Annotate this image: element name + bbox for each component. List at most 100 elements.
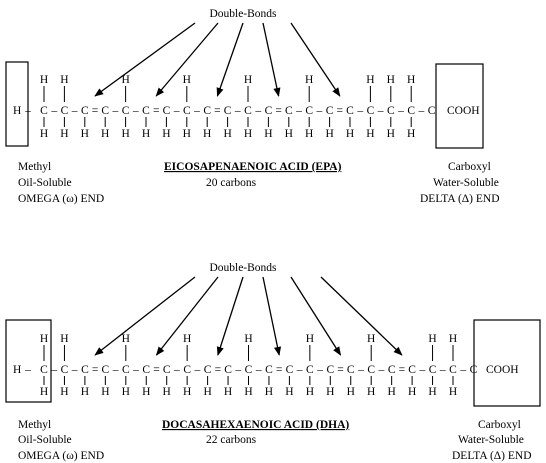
- dha-carbon: C: [102, 364, 110, 376]
- dha-carbon: C: [61, 364, 69, 376]
- epa-hydrogen-top: H: [121, 74, 129, 86]
- epa-carbon: C: [367, 105, 375, 117]
- epa-double-bond-arrow: [262, 22, 281, 97]
- dha-single-bond: –: [357, 364, 364, 376]
- epa-single-bond: –: [397, 105, 404, 117]
- dha-hydrogen-bottom: H: [40, 386, 48, 398]
- epa-hydrogen-bottom: H: [366, 128, 374, 140]
- dha-double-bond-arrow: [262, 276, 282, 356]
- dha-molecule: Double-Bonds H–C–HHC–HHC=HC–HC–HHC=HC–HC…: [5, 262, 541, 462]
- dha-carbon: C: [224, 364, 232, 376]
- dha-terminal-bond: –: [24, 364, 31, 376]
- dha-hydrogen-top: H: [367, 333, 375, 345]
- dha-double-bond-arrow: [320, 276, 403, 356]
- epa-methyl-label: Methyl: [18, 161, 51, 173]
- dha-hydrogen-bottom: H: [101, 386, 109, 398]
- dha-single-bond: –: [71, 364, 78, 376]
- dha-hydrogen-bottom: H: [60, 386, 68, 398]
- epa-hydrogen-bottom: H: [325, 128, 333, 140]
- dha-methyl-box: [5, 319, 52, 403]
- epa-single-bond: –: [377, 105, 384, 117]
- dha-hydrogen-top: H: [122, 333, 130, 345]
- dha-single-bond: –: [418, 364, 425, 376]
- dha-double-bond-arrow: [216, 276, 244, 356]
- dha-carbon: C: [40, 364, 48, 376]
- dha-hydrogen-bottom: H: [387, 386, 395, 398]
- dha-hydrogen-top: H: [244, 333, 252, 345]
- epa-carbons: 20 carbons: [206, 177, 257, 189]
- epa-single-bond: –: [50, 105, 57, 117]
- epa-hydrogen-bottom: H: [305, 128, 313, 140]
- epa-hydrogen-bottom: H: [407, 128, 415, 140]
- dha-hydrogen-bottom: H: [408, 386, 416, 398]
- epa-carbon: C: [122, 105, 130, 117]
- dha-hydrogen-bottom: H: [428, 386, 436, 398]
- dha-double-bond: =: [399, 364, 406, 376]
- epa-double-bond: =: [214, 105, 221, 117]
- epa-double-bonds-label: Double-Bonds: [209, 8, 277, 20]
- dha-carbon: C: [449, 364, 457, 376]
- dha-hydrogen-top: H: [60, 333, 68, 345]
- dha-carbon: C: [306, 364, 314, 376]
- dha-carbon: C: [81, 364, 89, 376]
- dha-double-bond-arrow: [155, 276, 219, 356]
- dha-double-bond-arrow: [290, 276, 342, 356]
- epa-hydrogen-bottom: H: [121, 128, 129, 140]
- dha-double-bond: =: [276, 364, 283, 376]
- dha-hydrogen-bottom: H: [347, 386, 355, 398]
- dha-title: DOCASAHEXAENOIC ACID (DHA): [162, 419, 349, 431]
- epa-hydrogen-bottom: H: [285, 128, 293, 140]
- dha-terminal-hydrogen: H: [13, 364, 21, 376]
- epa-terminal-bond: –: [24, 105, 31, 117]
- epa-delta-end-label: DELTA (Δ) END: [420, 193, 500, 205]
- dha-hydrogen-top: H: [428, 333, 436, 345]
- epa-carbon: C: [387, 105, 395, 117]
- epa-double-bond-arrow: [290, 22, 341, 97]
- dha-hydrogen-top: H: [183, 333, 191, 345]
- epa-hydrogen-bottom: H: [203, 128, 211, 140]
- epa-single-bond: –: [193, 105, 200, 117]
- epa-hydrogen-top: H: [244, 74, 252, 86]
- dha-single-bond: –: [50, 364, 57, 376]
- epa-carbon: C: [203, 105, 211, 117]
- epa-double-bond: =: [92, 105, 99, 117]
- dha-single-bond: –: [234, 364, 241, 376]
- epa-single-bond: –: [418, 105, 425, 117]
- epa-single-bond: –: [234, 105, 241, 117]
- epa-terminal-hydrogen: H: [13, 105, 21, 117]
- dha-carbon: C: [470, 364, 478, 376]
- dha-hydrogen-bottom: H: [306, 386, 314, 398]
- epa-hydrogen-top: H: [387, 74, 395, 86]
- epa-hydrogen-bottom: H: [142, 128, 150, 140]
- epa-double-bond: =: [337, 105, 344, 117]
- dha-carbon: C: [286, 364, 294, 376]
- epa-double-bond-arrow: [155, 22, 219, 97]
- epa-carbon: C: [244, 105, 252, 117]
- dha-single-bond: –: [112, 364, 119, 376]
- epa-water-soluble-label: Water-Soluble: [433, 177, 499, 189]
- dha-carbon: C: [163, 364, 171, 376]
- dha-double-bond-arrows: [94, 276, 403, 356]
- dha-carbon: C: [429, 364, 437, 376]
- dha-double-bond-arrow: [94, 276, 196, 356]
- epa-hydrogen-bottom: H: [101, 128, 109, 140]
- epa-carbon: C: [183, 105, 191, 117]
- dha-carbon: C: [204, 364, 212, 376]
- dha-single-bond: –: [378, 364, 385, 376]
- epa-carbon: C: [407, 105, 415, 117]
- dha-double-bond: =: [337, 364, 344, 376]
- dha-hydrogen-bottom: H: [326, 386, 334, 398]
- dha-carbon: C: [183, 364, 191, 376]
- epa-hydrogen-bottom: H: [223, 128, 231, 140]
- epa-single-bond: –: [254, 105, 261, 117]
- epa-hydrogen-top: H: [305, 74, 313, 86]
- dha-oil-soluble-label: Oil-Soluble: [18, 434, 72, 446]
- dha-carbon: C: [122, 364, 130, 376]
- epa-hydrogen-bottom: H: [40, 128, 48, 140]
- epa-single-bond: –: [316, 105, 323, 117]
- epa-carbon: C: [101, 105, 109, 117]
- epa-carbon: C: [265, 105, 273, 117]
- epa-methyl-box: [5, 61, 29, 147]
- dha-single-bond: –: [255, 364, 262, 376]
- dha-hydrogen-bottom: H: [367, 386, 375, 398]
